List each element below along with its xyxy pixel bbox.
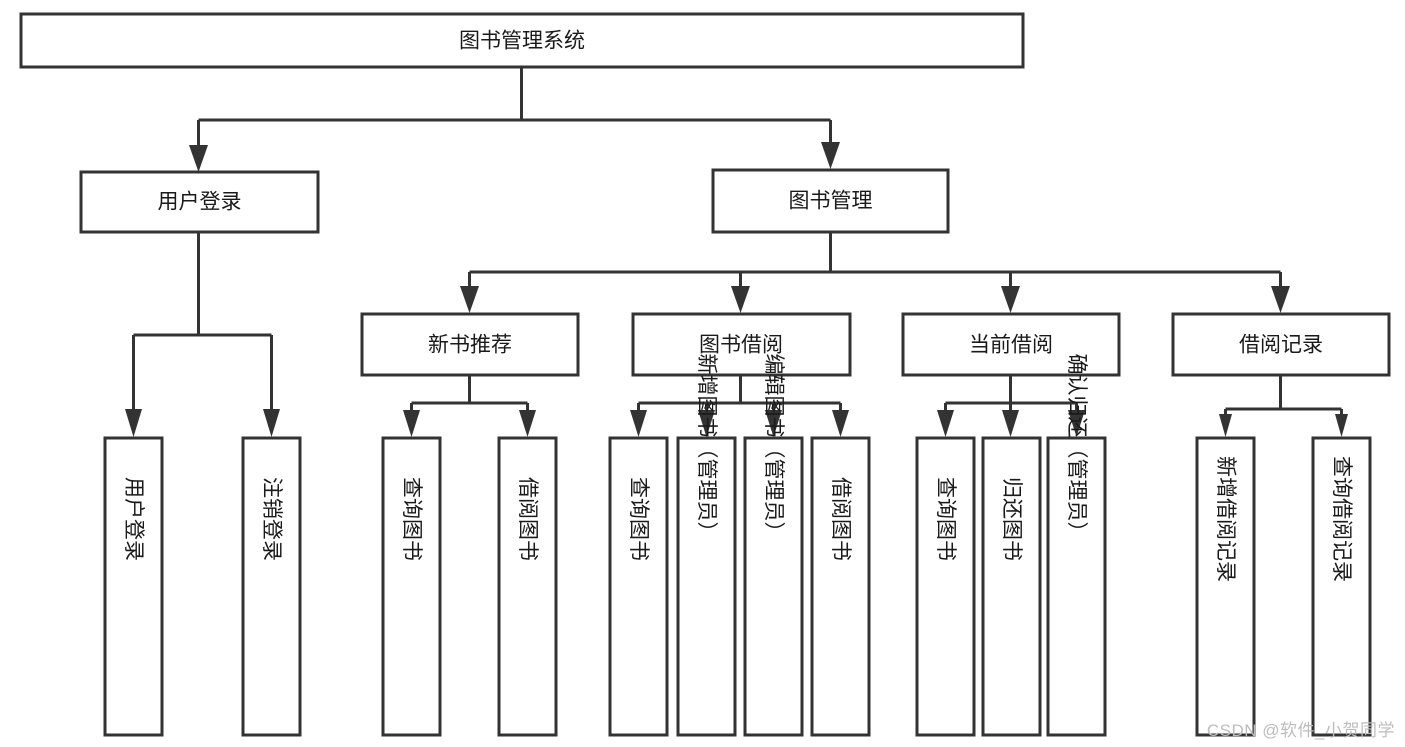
- arrow-to-leaf-return-book: [1002, 410, 1019, 437]
- arrow-to-leaf-add-record: [1219, 414, 1232, 437]
- node-leaf-query-book-2[interactable]: 查询图书: [608, 436, 669, 737]
- arrow-to-leaf-edit-book: [765, 410, 782, 437]
- node-borrow-record-box[interactable]: [1171, 312, 1391, 377]
- node-user-login-box[interactable]: [79, 170, 320, 234]
- node-leaf-logout-box[interactable]: [241, 436, 302, 737]
- node-leaf-edit-book-label: 编辑图书（管理员）: [762, 354, 785, 543]
- node-leaf-query-book-1[interactable]: 查询图书: [381, 436, 442, 737]
- node-leaf-user-login-box[interactable]: [103, 436, 164, 737]
- node-new-book-rec-box[interactable]: [360, 312, 580, 377]
- arrow-to-leaf-query-book-1: [403, 410, 420, 437]
- node-borrow-record[interactable]: 借阅记录: [1171, 312, 1391, 377]
- node-leaf-confirm-return-box[interactable]: [1046, 436, 1107, 737]
- node-leaf-add-record-box[interactable]: [1195, 436, 1256, 737]
- node-leaf-return-book[interactable]: 归还图书: [981, 436, 1042, 737]
- arrow-to-leaf-add-book: [698, 410, 715, 437]
- arrow-to-leaf-query-book-3: [937, 410, 954, 437]
- node-new-book-rec[interactable]: 新书推荐: [360, 312, 580, 377]
- node-leaf-query-book-1-label: 查询图书: [400, 477, 423, 561]
- node-leaf-confirm-return-label: 确认归还（管理员）: [1065, 354, 1088, 543]
- arrow-to-leaf-query-book-2: [630, 410, 647, 437]
- node-leaf-add-book-box[interactable]: [676, 436, 737, 737]
- node-book-borrow[interactable]: 图书借阅: [631, 312, 852, 377]
- arrow-to-leaf-query-record: [1335, 414, 1348, 437]
- node-root-box[interactable]: [19, 12, 1025, 69]
- node-leaf-add-record-label: 新增借阅记录: [1214, 456, 1237, 582]
- node-leaf-edit-book[interactable]: 编辑图书（管理员）: [743, 354, 804, 737]
- node-leaf-edit-book-box[interactable]: [743, 436, 804, 737]
- arrow-to-book-manage: [821, 142, 840, 169]
- node-leaf-query-record-label: 查询借阅记录: [1330, 456, 1353, 582]
- arrow-to-leaf-borrow-book-1: [519, 410, 536, 437]
- node-root-label: 图书管理系统: [459, 30, 585, 53]
- node-book-manage-label: 图书管理: [789, 190, 873, 213]
- node-leaf-add-book-label: 新增图书（管理员）: [695, 354, 718, 543]
- node-leaf-borrow-book-1[interactable]: 借阅图书: [497, 436, 558, 737]
- connector-layer: [125, 67, 1348, 437]
- arrow-to-current-borrow: [1001, 286, 1020, 313]
- node-leaf-user-login-label: 用户登录: [122, 477, 145, 561]
- node-leaf-add-book[interactable]: 新增图书（管理员）: [676, 354, 737, 737]
- node-leaf-query-book-3-label: 查询图书: [934, 477, 957, 561]
- node-book-borrow-label: 图书借阅: [699, 334, 783, 357]
- node-book-manage-box[interactable]: [711, 168, 950, 234]
- node-leaf-logout[interactable]: 注销登录: [241, 436, 302, 737]
- node-leaf-borrow-book-1-box[interactable]: [497, 436, 558, 737]
- node-leaf-query-record[interactable]: 查询借阅记录: [1311, 436, 1372, 737]
- node-leaf-add-record[interactable]: 新增借阅记录: [1195, 436, 1256, 737]
- node-new-book-rec-label: 新书推荐: [428, 334, 512, 357]
- node-leaf-borrow-book-2[interactable]: 借阅图书: [810, 436, 871, 737]
- arrow-to-new-book-rec: [460, 286, 479, 313]
- node-current-borrow[interactable]: 当前借阅: [901, 312, 1121, 377]
- arrow-to-leaf-logout: [263, 409, 280, 437]
- arrow-to-leaf-confirm-return: [1068, 410, 1085, 437]
- arrow-to-user-login: [189, 145, 208, 172]
- node-book-borrow-box[interactable]: [631, 312, 852, 377]
- node-leaf-borrow-book-2-box[interactable]: [810, 436, 871, 737]
- arrow-to-borrow-record: [1271, 286, 1290, 313]
- node-root[interactable]: 图书管理系统: [19, 12, 1025, 69]
- node-leaf-query-book-3[interactable]: 查询图书: [915, 436, 976, 737]
- node-leaf-user-login[interactable]: 用户登录: [103, 436, 164, 737]
- node-leaf-query-book-3-box[interactable]: [915, 436, 976, 737]
- node-leaf-query-book-2-label: 查询图书: [627, 477, 650, 561]
- arrow-to-book-borrow: [731, 286, 750, 313]
- node-user-login[interactable]: 用户登录: [79, 170, 320, 234]
- node-borrow-record-label: 借阅记录: [1239, 334, 1323, 357]
- node-leaf-query-book-2-box[interactable]: [608, 436, 669, 737]
- node-leaf-confirm-return[interactable]: 确认归还（管理员）: [1046, 354, 1107, 737]
- node-leaf-return-book-label: 归还图书: [1000, 477, 1023, 561]
- node-leaf-borrow-book-2-label: 借阅图书: [829, 477, 852, 561]
- node-book-manage[interactable]: 图书管理: [711, 168, 950, 234]
- node-current-borrow-box[interactable]: [901, 312, 1121, 377]
- arrow-to-leaf-user-login: [125, 409, 142, 437]
- node-leaf-query-record-box[interactable]: [1311, 436, 1372, 737]
- node-leaf-logout-label: 注销登录: [260, 477, 283, 561]
- node-current-borrow-label: 当前借阅: [969, 334, 1053, 357]
- node-leaf-borrow-book-1-label: 借阅图书: [516, 477, 539, 561]
- node-leaf-query-book-1-box[interactable]: [381, 436, 442, 737]
- node-leaf-return-book-box[interactable]: [981, 436, 1042, 737]
- arrow-to-leaf-borrow-book-2: [832, 410, 849, 437]
- node-user-login-label: 用户登录: [158, 191, 242, 214]
